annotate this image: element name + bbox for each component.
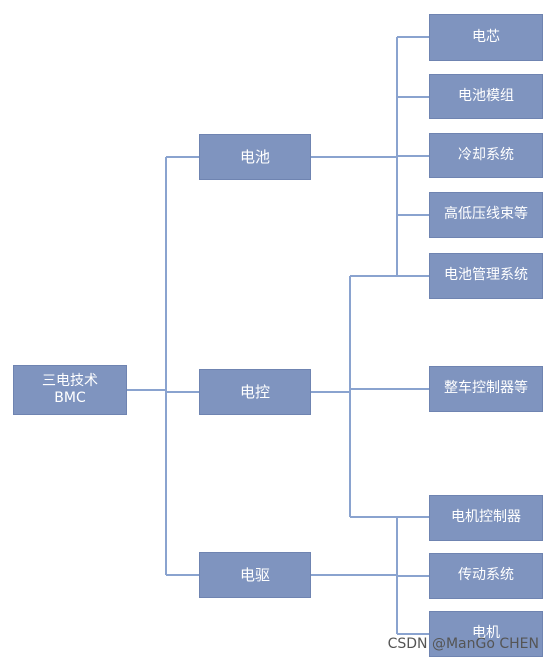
leaf-motor-controller-label: 电机控制器 xyxy=(451,509,521,526)
battery-branch-line xyxy=(311,36,429,277)
control-node: 电控 xyxy=(199,369,311,415)
battery-node: 电池 xyxy=(199,134,311,180)
leaf-battery-module-label: 电池模组 xyxy=(458,87,514,104)
drive-branch-line xyxy=(311,516,429,635)
leaf-transmission: 传动系统 xyxy=(429,553,543,599)
leaf-bms-label: 电池管理系统 xyxy=(444,267,528,284)
watermark: CSDN @ManGo CHEN xyxy=(387,636,539,652)
leaf-harness: 高低压线束等 xyxy=(429,192,543,238)
leaf-cell-label: 电芯 xyxy=(472,28,500,45)
drive-label: 电驱 xyxy=(239,565,270,584)
drive-node: 电驱 xyxy=(199,552,311,598)
leaf-motor: 电机 xyxy=(429,611,543,657)
battery-label: 电池 xyxy=(239,147,270,166)
leaf-motor-controller: 电机控制器 xyxy=(429,495,543,541)
leaf-battery-module: 电池模组 xyxy=(429,74,543,119)
root-node: 三电技术 BMC xyxy=(13,365,127,415)
root-label: 三电技术 BMC xyxy=(42,372,98,407)
leaf-cell: 电芯 xyxy=(429,14,543,61)
control-label: 电控 xyxy=(239,382,270,401)
leaf-motor-label: 电机 xyxy=(472,625,500,642)
leaf-vehicle-controller: 整车控制器等 xyxy=(429,366,543,412)
leaf-harness-label: 高低压线束等 xyxy=(444,206,528,223)
control-branch-line xyxy=(311,275,429,518)
leaf-vehicle-controller-label: 整车控制器等 xyxy=(444,380,528,397)
root-trunk-line xyxy=(127,156,199,576)
leaf-bms: 电池管理系统 xyxy=(429,253,543,299)
leaf-cooling-system-label: 冷却系统 xyxy=(458,146,514,163)
leaf-cooling-system: 冷却系统 xyxy=(429,133,543,178)
leaf-transmission-label: 传动系统 xyxy=(458,567,514,584)
